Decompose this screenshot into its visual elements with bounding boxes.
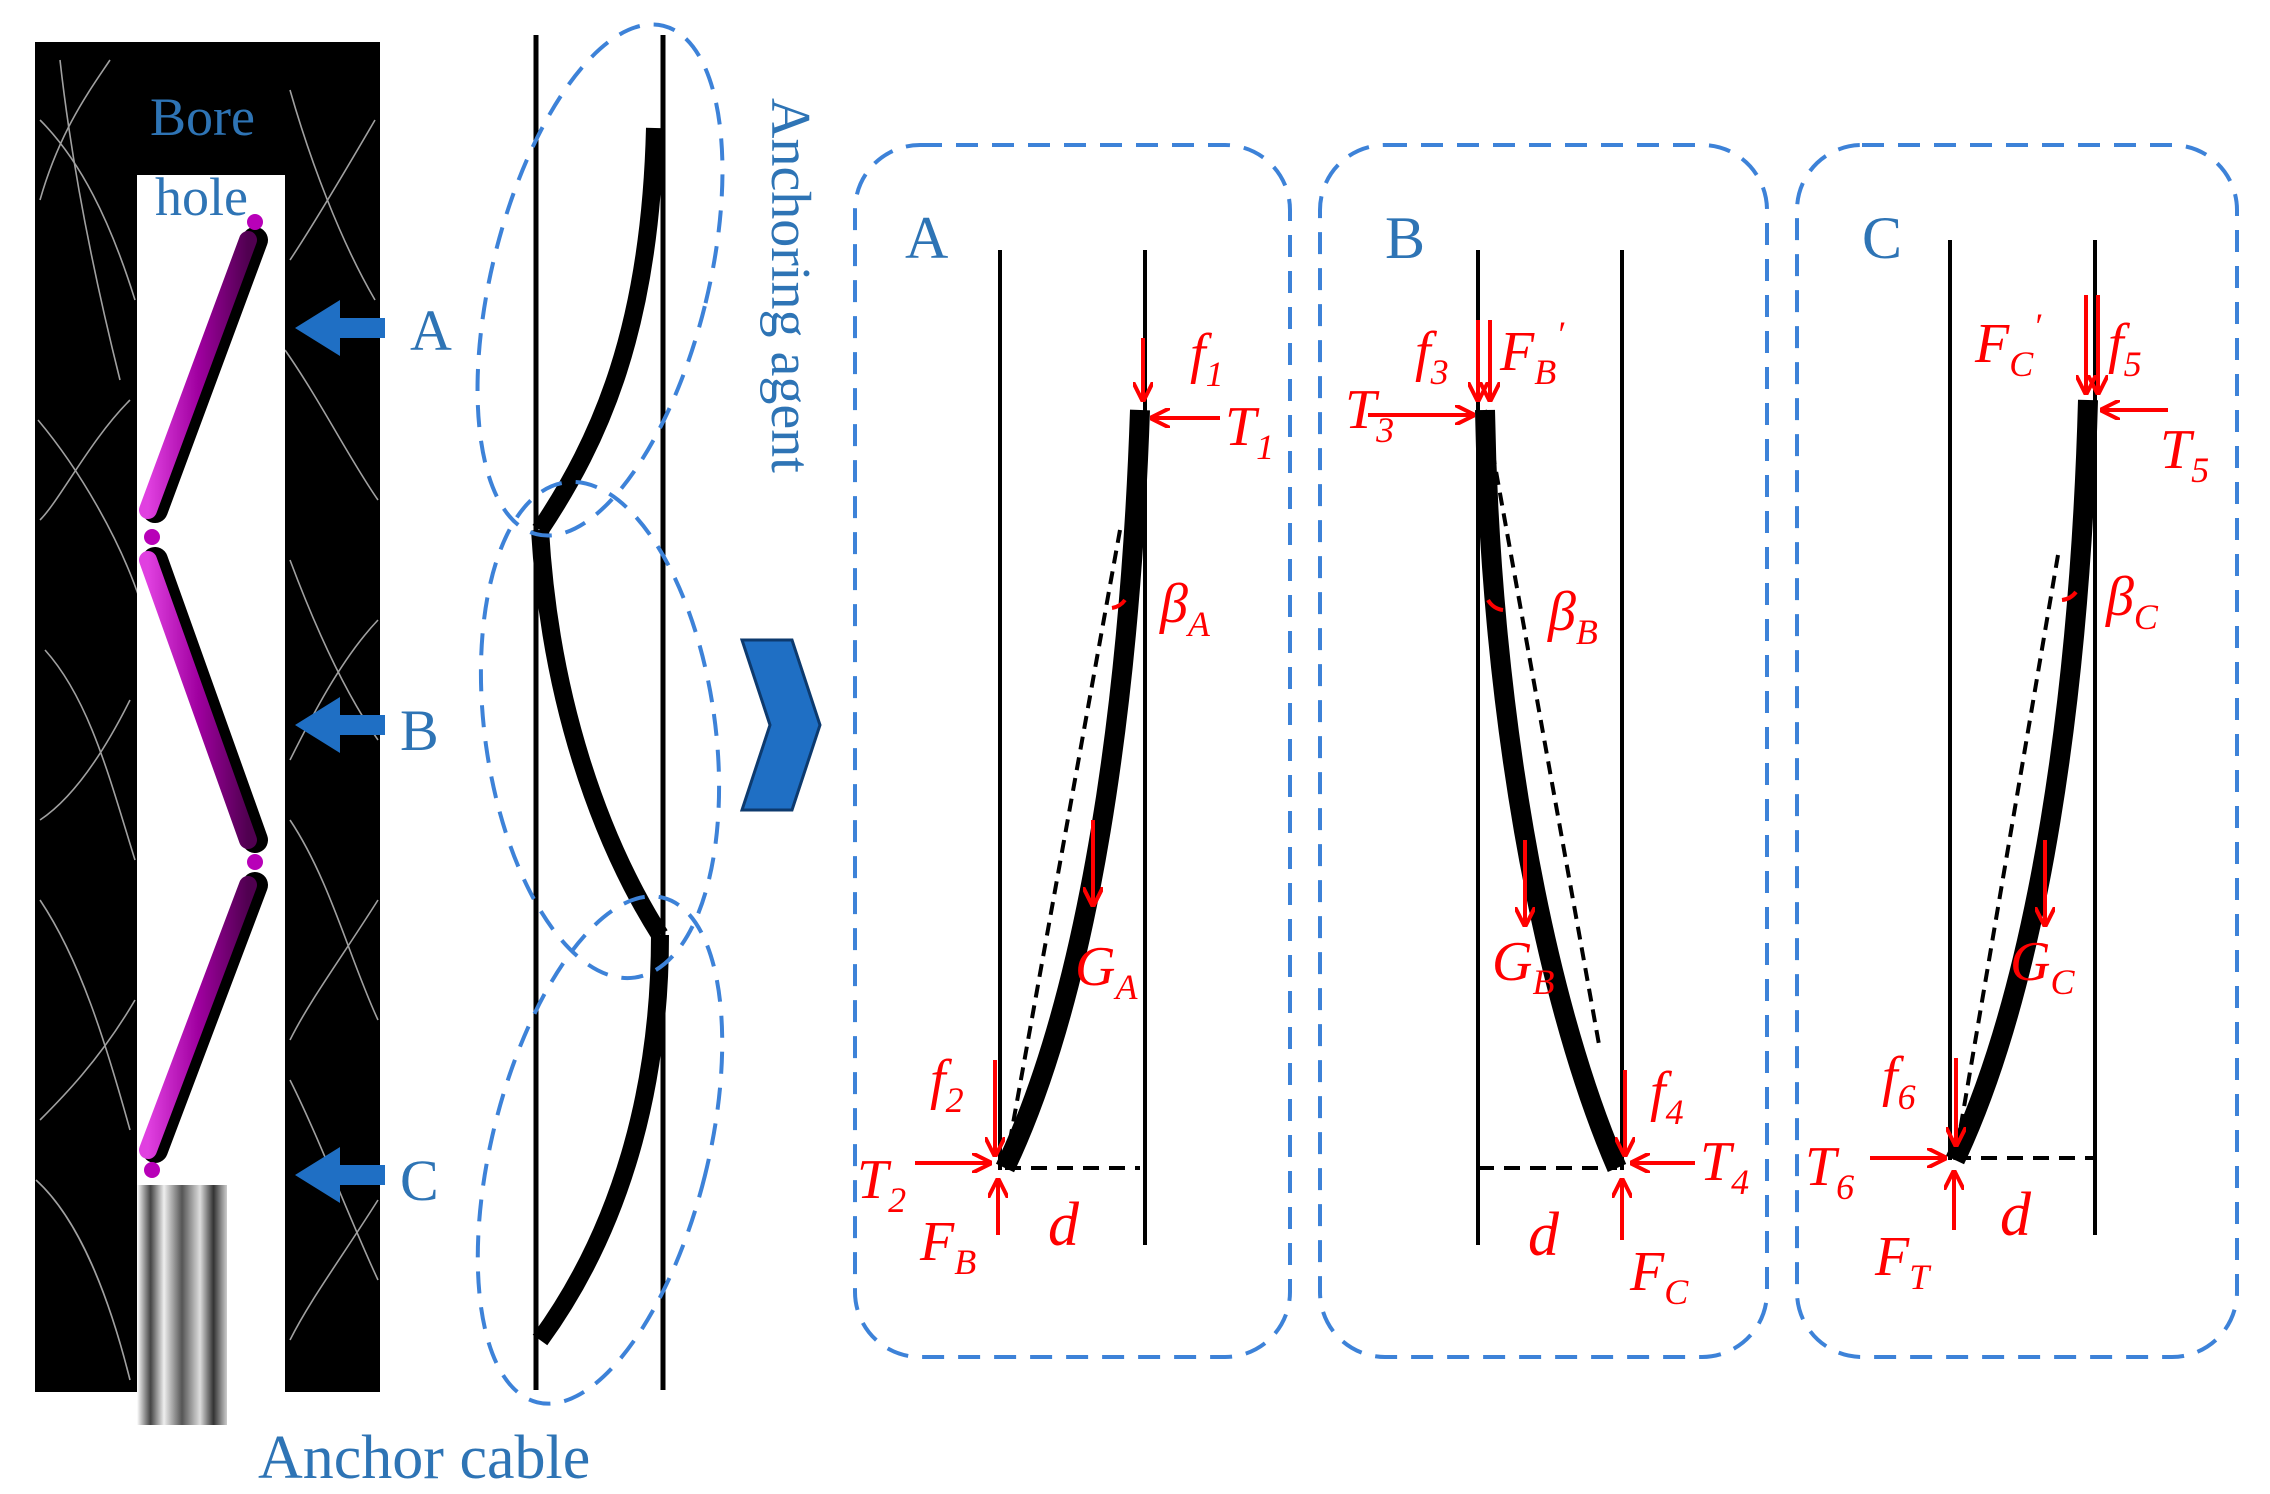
arrow-c-icon: [295, 1147, 385, 1203]
bore-hole-label-1: Bore: [150, 87, 255, 147]
label-f1: f1: [1190, 323, 1224, 394]
label-fb-prime: FB′: [1499, 314, 1565, 392]
arrow-b-label: B: [400, 698, 439, 763]
anchor-cable-label: Anchor cable: [258, 1424, 590, 1492]
bore-hole-label-2: hole: [155, 167, 248, 227]
label-ft: FT: [1874, 1226, 1932, 1297]
label-beta-a: βA: [1159, 573, 1211, 644]
panel-b-border: [1318, 143, 1769, 1359]
panel-c: C FC′ f5 T5 βC GC f6 T6 FT d: [1795, 143, 2239, 1359]
panel-c-border: [1795, 143, 2239, 1359]
label-d-b: d: [1528, 1201, 1560, 1269]
label-d-a: d: [1048, 1191, 1080, 1259]
cable-schematic: [475, 22, 725, 1406]
panel-b: B f3 FB′ T3 βB GB f4 T4 FC d: [1318, 143, 1769, 1359]
chevron-right-icon: [739, 638, 822, 812]
label-d-c: d: [2000, 1181, 2032, 1249]
label-t1: T1: [1225, 396, 1274, 467]
arrow-b-icon: [295, 697, 385, 753]
label-f6: f6: [1882, 1046, 1916, 1117]
bolt-segments: [139, 214, 268, 1178]
force-arrows-b: [1368, 320, 1695, 1240]
label-f5: f5: [2108, 313, 2142, 384]
arrow-c-label: C: [400, 1148, 439, 1213]
label-gc: GC: [2010, 931, 2075, 1002]
cable-segment-c: [1945, 399, 2098, 1165]
label-t6: T6: [1805, 1136, 1854, 1207]
label-t3: T3: [1345, 379, 1394, 450]
label-f2: f2: [930, 1049, 964, 1120]
anchoring-agent-label: Anchoring agent: [759, 98, 821, 473]
panel-b-title: B: [1385, 205, 1425, 271]
label-beta-c: βC: [2105, 566, 2159, 637]
panel-a-title: A: [905, 205, 948, 271]
panel-a-border: [853, 143, 1292, 1359]
panel-a: A f1 T1 βA GA f2 T2 FB d: [853, 143, 1292, 1359]
dashed-ellipses: [475, 22, 725, 1406]
label-f4: f4: [1650, 1061, 1684, 1132]
arrow-a-label: A: [410, 298, 452, 363]
label-fc-prime: FC′: [1974, 306, 2042, 384]
force-arrows-c: [1870, 295, 2168, 1230]
label-fb: FB: [919, 1211, 976, 1282]
cable-segment-b: [1475, 409, 1627, 1172]
label-t4: T4: [1700, 1131, 1749, 1202]
label-ga: GA: [1075, 936, 1138, 1007]
label-fc: FC: [1629, 1241, 1689, 1312]
arrow-a-icon: [295, 300, 385, 356]
cable-end-cap: [137, 1185, 227, 1425]
label-f3: f3: [1415, 321, 1449, 392]
force-arrows-a: [915, 338, 1220, 1235]
label-t2: T2: [857, 1149, 906, 1220]
section-arrows: [295, 300, 385, 1203]
cable-segment-a: [995, 409, 1150, 1173]
label-gb: GB: [1492, 931, 1554, 1002]
panel-c-title: C: [1862, 205, 1902, 271]
label-beta-b: βB: [1547, 581, 1598, 652]
label-t5: T5: [2160, 419, 2209, 490]
